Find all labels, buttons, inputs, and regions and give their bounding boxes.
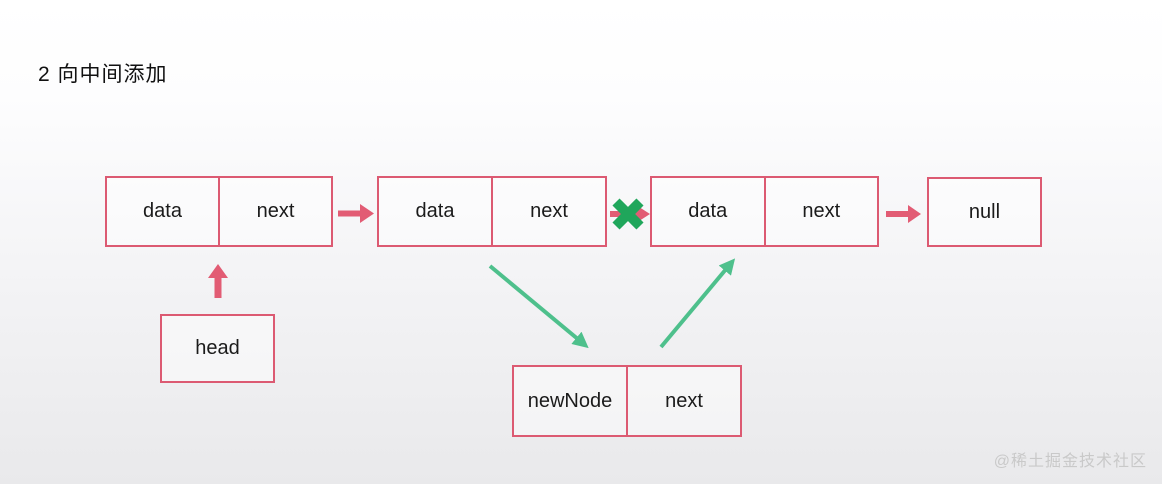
list-node-2: data next <box>377 176 607 247</box>
arrow-newnode-to-node3 <box>659 258 736 349</box>
newnode-next-cell: next <box>626 367 740 435</box>
null-label: null <box>968 200 1001 223</box>
node2-next-cell: next <box>491 178 605 245</box>
arrow-node1-to-node2 <box>338 204 374 223</box>
node1-next-cell: next <box>218 178 331 245</box>
newnode-data-cell: newNode <box>527 389 613 412</box>
arrow-node2-to-node3 <box>610 205 650 223</box>
list-node-1: data next <box>105 176 333 247</box>
node2-data-cell: data <box>415 200 455 222</box>
arrow-node2-to-newnode <box>488 264 589 349</box>
new-node-box: newNode next <box>512 365 742 437</box>
broken-link-cross-icon <box>612 198 644 230</box>
arrow-head-to-node1 <box>208 264 228 298</box>
list-node-3: data next <box>650 176 879 247</box>
null-terminator-box: null <box>927 177 1042 247</box>
node1-data-cell: data <box>143 200 182 222</box>
node3-next-cell: next <box>763 178 878 245</box>
page-title: 2 向中间添加 <box>38 63 168 86</box>
watermark: @稀土掘金技术社区 <box>993 453 1147 470</box>
node3-data-cell: data <box>688 200 728 222</box>
head-pointer-box: head <box>160 314 275 383</box>
head-label: head <box>195 337 240 359</box>
arrow-node3-to-null <box>886 205 921 223</box>
